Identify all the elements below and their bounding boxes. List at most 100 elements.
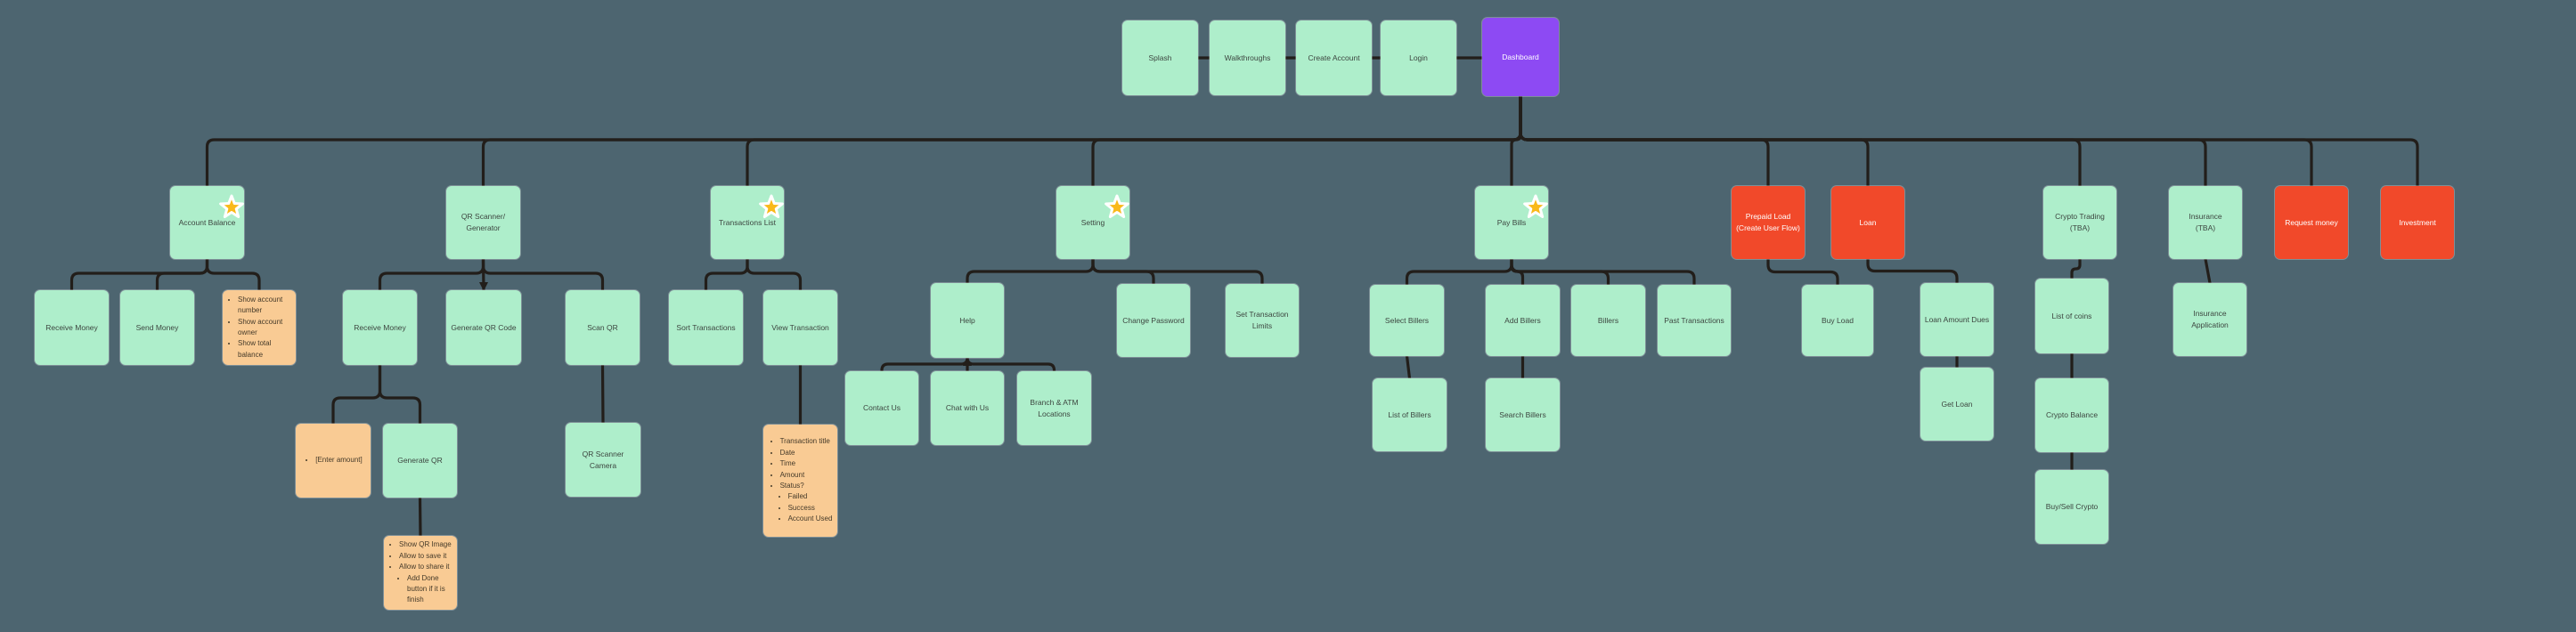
note-item: Add Done button if it is finish	[407, 573, 453, 606]
connector	[966, 356, 1056, 373]
node-label: Chat with Us	[945, 403, 990, 413]
node-set-transaction-limits[interactable]: Set Transaction Limits	[1226, 284, 1299, 357]
node-label: Scan QR	[587, 322, 618, 332]
node-prepaid-load[interactable]: Prepaid Load (Create User Flow)	[1732, 186, 1805, 259]
star-icon[interactable]	[216, 192, 247, 223]
connector	[1510, 257, 1696, 287]
node-label: Get Loan	[1941, 399, 1973, 409]
connector	[2070, 257, 2082, 280]
node-buy-load[interactable]: Buy Load	[1802, 285, 1873, 356]
star-icon[interactable]	[1102, 192, 1132, 223]
note-item: Time	[780, 458, 833, 469]
node-receive-money-ab[interactable]: Receive Money	[35, 290, 109, 365]
node-label: Pay Bills	[1496, 217, 1527, 227]
node-label: Investment	[2399, 217, 2436, 227]
note-item: Show account number	[238, 295, 292, 317]
node-label: List of coins	[2051, 311, 2092, 320]
node-list-of-billers[interactable]: List of Billers	[1373, 378, 1447, 451]
node-insurance-application[interactable]: Insurance Application	[2173, 283, 2246, 356]
node-label: Change Password	[1122, 315, 1185, 325]
star-icon[interactable]	[756, 192, 787, 223]
connector-arrowhead	[963, 357, 972, 366]
node-label: Contact Us	[862, 403, 901, 413]
node-search-billers[interactable]: Search Billers	[1486, 378, 1560, 451]
connector	[1766, 257, 1839, 287]
note-item: Allow to save it	[399, 551, 453, 562]
node-label: Request money	[2285, 217, 2338, 227]
node-label: Buy Load	[1822, 315, 1854, 325]
node-label: Receive Money	[45, 322, 98, 332]
node-note-transaction[interactable]: Transaction titleDateTimeAmountStatus?Fa…	[763, 425, 837, 537]
node-label: Generate QR Code	[451, 322, 517, 332]
node-view-transaction[interactable]: View Transaction	[763, 290, 837, 365]
connector	[2204, 257, 2212, 285]
node-label: Billers	[1597, 315, 1619, 325]
node-sort-transactions[interactable]: Sort Transactions	[669, 290, 743, 365]
connector	[481, 257, 605, 292]
connector	[331, 363, 382, 425]
node-generate-qr-code[interactable]: Generate QR Code	[446, 290, 521, 365]
node-label: View Transaction	[771, 322, 829, 332]
node-label: Dashboard	[1502, 52, 1539, 61]
node-note-qr[interactable]: Show QR ImageAllow to save itAllow to sh…	[384, 536, 457, 610]
node-buy-sell-crypto[interactable]: Buy/Sell Crypto	[2035, 470, 2108, 544]
node-change-password[interactable]: Change Password	[1117, 284, 1190, 357]
connector	[378, 363, 422, 425]
node-label: Walkthroughs	[1224, 53, 1271, 62]
connector	[1866, 257, 1959, 285]
connector	[378, 257, 485, 292]
connector	[1091, 94, 1522, 188]
node-get-loan[interactable]: Get Loan	[1920, 368, 1993, 441]
node-help[interactable]: Help	[931, 283, 1004, 358]
node-create-account[interactable]: Create Account	[1296, 20, 1372, 95]
node-generate-qr[interactable]: Generate QR	[383, 424, 457, 498]
node-dashboard[interactable]: Dashboard	[1482, 18, 1559, 96]
star-icon[interactable]	[1520, 192, 1551, 223]
node-branch-atm[interactable]: Branch & ATM Locations	[1017, 371, 1091, 445]
node-crypto-trading[interactable]: Crypto Trading (TBA)	[2043, 186, 2116, 259]
node-contact-us[interactable]: Contact Us	[845, 371, 918, 445]
node-label: Generate QR	[397, 456, 443, 466]
node-label: Crypto Trading (TBA)	[2055, 212, 2105, 232]
node-request-money[interactable]: Request money	[2275, 186, 2348, 259]
node-note-account[interactable]: Show account numberShow account ownerSho…	[223, 290, 296, 365]
node-label: Add Billers	[1504, 315, 1541, 325]
node-label: Search Billers	[1499, 409, 1546, 419]
node-insurance[interactable]: Insurance (TBA)	[2169, 186, 2242, 259]
node-chat-with-us[interactable]: Chat with Us	[931, 371, 1004, 445]
note-item: Show account owner	[238, 317, 292, 339]
node-crypto-balance[interactable]: Crypto Balance	[2035, 378, 2108, 452]
node-login[interactable]: Login	[1381, 20, 1456, 95]
node-account-balance[interactable]: Account Balance	[170, 186, 244, 259]
node-label: Loan Amount Dues	[1924, 314, 1990, 324]
node-setting[interactable]: Setting	[1056, 186, 1129, 259]
node-transactions-list[interactable]: Transactions List	[711, 186, 784, 259]
node-scan-qr[interactable]: Scan QR	[566, 290, 640, 365]
note-item: Success	[788, 503, 833, 514]
node-select-billers[interactable]: Select Billers	[1370, 285, 1444, 356]
node-receive-money-qr[interactable]: Receive Money	[343, 290, 417, 365]
node-past-transactions[interactable]: Past Transactions	[1658, 285, 1731, 356]
node-pay-bills[interactable]: Pay Bills	[1475, 186, 1548, 259]
note-item: Date	[780, 448, 833, 458]
note-item: [Enter amount]	[315, 455, 362, 466]
node-qr-scanner[interactable]: QR Scanner/ Generator	[446, 186, 520, 259]
note-item: Account Used	[788, 514, 833, 524]
node-label: Receive Money	[354, 322, 406, 332]
connector	[155, 257, 209, 292]
node-walkthroughs[interactable]: Walkthroughs	[1210, 20, 1285, 95]
node-loan[interactable]: Loan	[1831, 186, 1904, 259]
connector	[746, 257, 803, 292]
node-list-of-coins[interactable]: List of coins	[2035, 279, 2108, 353]
node-loan-amount-dues[interactable]: Loan Amount Dues	[1920, 283, 1993, 356]
connector	[966, 257, 1095, 285]
node-label: Past Transactions	[1664, 315, 1724, 325]
node-enter-amount[interactable]: [Enter amount]	[296, 424, 371, 498]
node-investment[interactable]: Investment	[2381, 186, 2454, 259]
node-splash[interactable]: Splash	[1122, 20, 1198, 95]
node-add-billers[interactable]: Add Billers	[1486, 285, 1560, 356]
node-send-money[interactable]: Send Money	[120, 290, 194, 365]
node-billers[interactable]: Billers	[1571, 285, 1645, 356]
node-qr-scanner-camera[interactable]: QR Scanner Camera	[566, 423, 640, 497]
